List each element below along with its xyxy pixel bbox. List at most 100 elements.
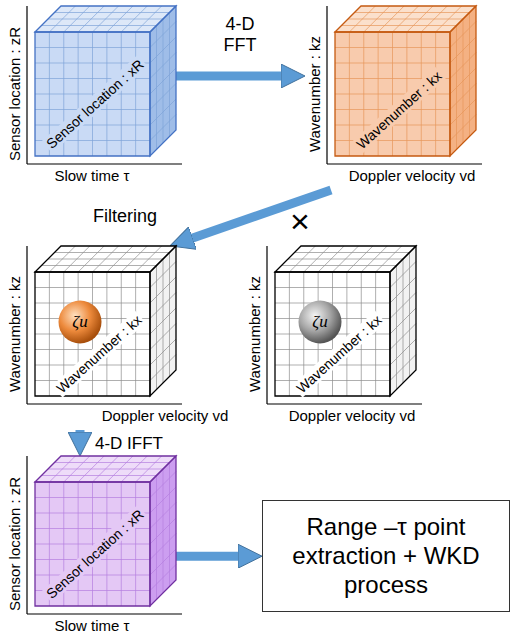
grid-line	[169, 13, 170, 137]
cube-face	[150, 456, 176, 606]
grid-line	[348, 19, 463, 20]
cube	[275, 246, 416, 396]
grid-line	[48, 469, 163, 470]
grid-line	[355, 12, 470, 13]
cube-face	[35, 32, 150, 156]
grid-line	[42, 265, 157, 266]
process-text: Range –τ point extraction + WKD process	[277, 513, 495, 599]
axis-label-bottom: Slow time τ	[54, 167, 129, 184]
axis-label-bottom: Doppler velocity vd	[102, 407, 229, 424]
grid-line	[156, 26, 157, 150]
grid-line	[48, 259, 163, 260]
grid-line	[295, 252, 410, 253]
cube-edge	[35, 482, 150, 606]
axis-label-vertical: Wavenumber : kz	[246, 276, 263, 392]
step-label: 4-D FFT	[213, 14, 268, 55]
filter-symbol: ζu	[312, 312, 327, 332]
axis-label-vertical: Wavenumber : kz	[306, 36, 323, 152]
step-label: Filtering	[93, 206, 157, 227]
data-cube: Wavenumber : kzWavenumber : kxDoppler ve…	[245, 246, 416, 430]
grid-line	[435, 32, 436, 156]
axis-line	[26, 246, 27, 404]
grid-line	[163, 19, 164, 143]
grid-line	[135, 32, 136, 156]
grid-line	[135, 482, 136, 606]
sphere	[299, 301, 342, 344]
grid-line	[275, 380, 390, 381]
grid-line	[456, 26, 457, 150]
axis-line	[26, 456, 27, 614]
cube-face	[335, 32, 450, 156]
grid-line	[169, 463, 170, 587]
grid-line	[463, 19, 464, 143]
cube-edge	[450, 6, 476, 156]
axis-label-vertical: Sensor location : zR	[6, 27, 23, 161]
axis-label-bottom: Doppler velocity vd	[349, 167, 476, 184]
flow-arrow	[176, 552, 244, 561]
axis-line	[27, 163, 182, 164]
data-cube: Sensor location : zRSensor location : xR…	[5, 456, 176, 640]
grid-line	[169, 253, 170, 377]
step-label: 4-D IFFT	[95, 434, 163, 454]
grid-line	[335, 94, 450, 95]
grid-line	[35, 575, 150, 576]
grid-line	[55, 462, 170, 463]
grid-line	[35, 125, 150, 126]
axis-line	[26, 6, 27, 164]
grid-line	[409, 253, 410, 377]
grid-line	[135, 272, 136, 396]
grid-line	[121, 32, 122, 156]
data-cube: Wavenumber : kzWavenumber : kxDoppler ve…	[5, 246, 176, 430]
filter-symbol: ζu	[72, 312, 87, 332]
axis-label-vertical: Wavenumber : kz	[6, 276, 23, 392]
axis-line	[327, 163, 482, 164]
grid-line	[163, 469, 164, 593]
sphere	[59, 301, 102, 344]
filter-sphere: ζu	[58, 300, 102, 344]
grid-line	[163, 259, 164, 383]
cube-edge	[150, 6, 176, 156]
grid-line	[403, 259, 404, 383]
cube-edge	[390, 246, 416, 396]
cube-face	[450, 6, 476, 156]
cube-edge	[35, 246, 176, 272]
axis-label-bottom: Doppler velocity vd	[289, 407, 416, 424]
filter-sphere: ζu	[298, 300, 342, 344]
cube	[35, 6, 176, 156]
axis-label-bottom: Slow time τ	[54, 617, 129, 634]
operator-symbol: ×	[290, 202, 310, 241]
grid-line	[282, 265, 397, 266]
grid-line	[156, 266, 157, 390]
axis-line	[27, 613, 182, 614]
cube	[35, 456, 176, 606]
grid-line	[48, 19, 163, 20]
grid-line	[156, 476, 157, 600]
flow-arrow	[76, 430, 85, 438]
grid-line	[396, 266, 397, 390]
grid-line	[55, 12, 170, 13]
grid-line	[42, 25, 157, 26]
axis-label-vertical: Sensor location : zR	[6, 477, 23, 611]
cube-edge	[335, 32, 450, 156]
data-cube: Sensor location : zRSensor location : xR…	[5, 6, 176, 190]
grid-line	[288, 259, 403, 260]
axis-line	[266, 246, 267, 404]
process-box: Range –τ point extraction + WKD process	[262, 500, 510, 612]
cube-edge	[275, 246, 416, 272]
axis-line	[326, 6, 327, 164]
grid-line	[121, 482, 122, 606]
grid-line	[35, 380, 150, 381]
cube-edge	[150, 246, 176, 396]
cube-edge	[35, 456, 176, 482]
cube-edge	[150, 456, 176, 606]
cube-face	[150, 6, 176, 156]
cube-edge	[35, 32, 150, 156]
grid-line	[375, 272, 376, 396]
grid-line	[42, 475, 157, 476]
cube-illustration	[305, 6, 476, 190]
grid-line	[469, 13, 470, 137]
axis-line	[27, 403, 182, 404]
cube	[35, 246, 176, 396]
cube	[335, 6, 476, 156]
